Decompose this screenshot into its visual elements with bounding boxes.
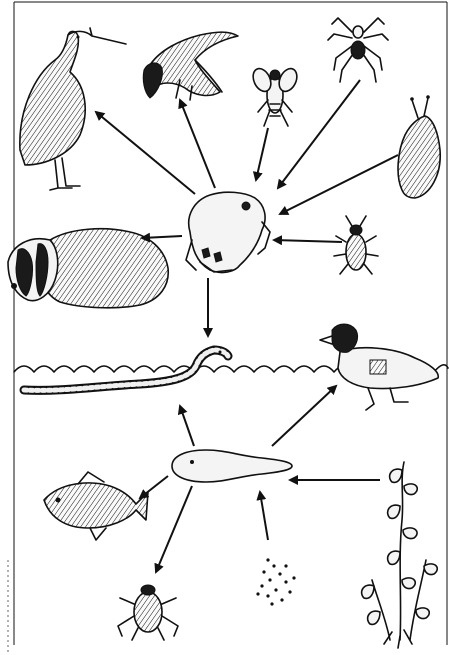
frog-icon <box>186 192 270 272</box>
algae-icon <box>256 558 295 605</box>
arrow-algae-to-tadpole <box>260 492 268 540</box>
arrow-fly-to-frog <box>256 128 268 180</box>
arrow-beetle-to-frog <box>274 240 342 242</box>
arrow-tadpole-to-snake <box>180 406 194 446</box>
fish-icon <box>44 472 148 540</box>
arrow-spider-to-frog <box>278 80 360 188</box>
pondweed-icon <box>362 462 438 648</box>
arrow-frog-to-gull <box>180 100 215 188</box>
badger-icon <box>8 229 168 308</box>
beetle-icon <box>334 216 378 274</box>
gull-icon <box>143 32 238 100</box>
arrow-tadpole-to-duck <box>272 386 336 446</box>
fly-icon <box>250 66 301 126</box>
heron-icon <box>20 28 126 190</box>
tadpole-icon <box>172 450 292 482</box>
water-beetle-icon <box>118 585 178 640</box>
duck-icon <box>320 324 438 410</box>
spider-icon <box>328 18 388 82</box>
arrow-frog-to-badger <box>142 236 182 238</box>
arrow-frog-to-heron <box>96 112 195 194</box>
arrow-tadpole-to-fish <box>140 476 168 498</box>
arrow-tadpole-to-water-beetle <box>156 486 192 572</box>
slug-icon <box>398 95 440 198</box>
arrow-slug-to-frog <box>280 155 398 214</box>
food-web-arrows <box>96 80 398 572</box>
